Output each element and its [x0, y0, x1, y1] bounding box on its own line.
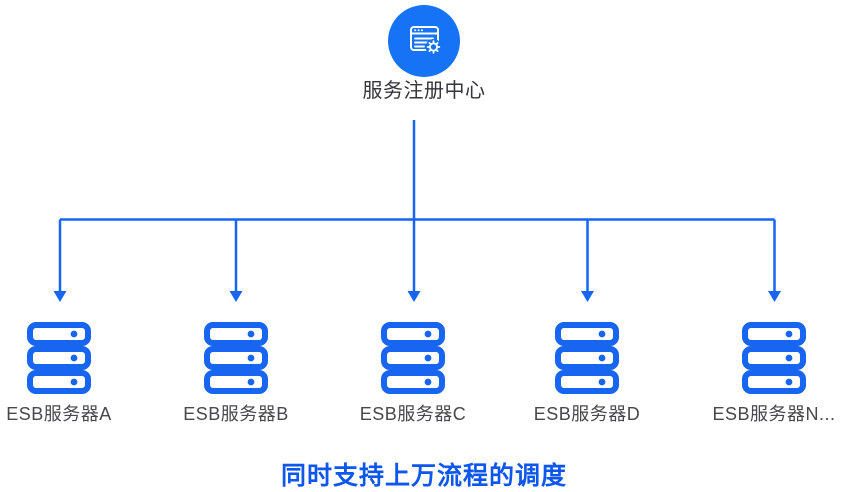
- registry-label: 服务注册中心: [362, 80, 486, 102]
- server-icon: [742, 322, 806, 394]
- server-label: ESB服务器A: [6, 404, 112, 424]
- server-icon: [381, 322, 445, 394]
- arrowheads: [53, 291, 781, 302]
- server-icon: [555, 322, 619, 394]
- server-label: ESB服务器C: [359, 404, 467, 424]
- registry-node: [388, 5, 460, 77]
- caption: 同时支持上万流程的调度: [280, 462, 567, 490]
- browser-gear-icon: [410, 26, 442, 55]
- server-icon: [204, 322, 268, 394]
- server-icon: [27, 322, 91, 394]
- server-label: ESB服务器B: [183, 404, 289, 424]
- server-label: ESB服务器N...: [712, 404, 836, 424]
- server-label: ESB服务器D: [533, 404, 641, 424]
